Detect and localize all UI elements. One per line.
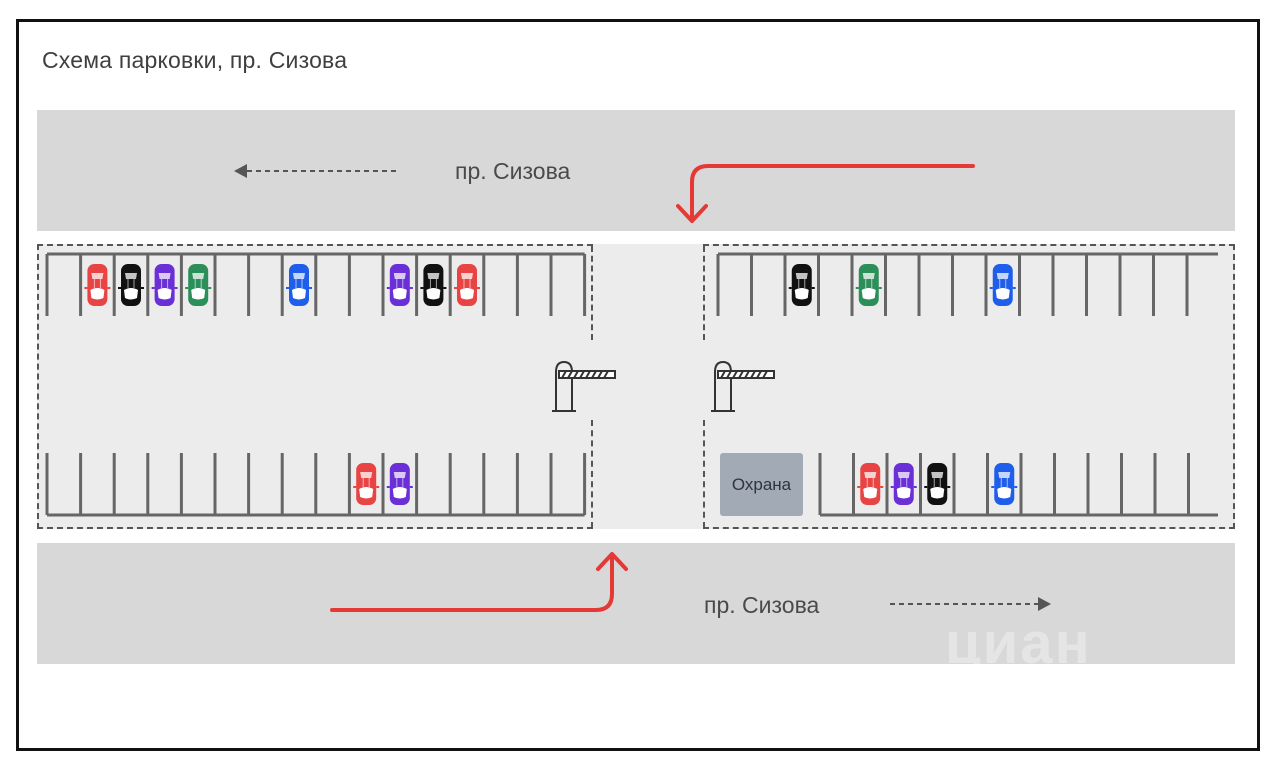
car-blue-icon — [989, 264, 1016, 306]
car-purple-icon — [151, 264, 178, 306]
car-black-icon — [420, 264, 447, 306]
car-red-icon — [353, 463, 380, 505]
car-purple-icon — [890, 463, 917, 505]
car-red-icon — [454, 264, 480, 306]
car-black-icon — [924, 463, 951, 505]
direction-arrow-left-icon — [234, 164, 396, 178]
road-top-label: пр. Сизова — [455, 158, 571, 184]
map-title: Схема парковки, пр. Сизова — [42, 47, 348, 73]
guard-post: Охрана — [720, 453, 803, 516]
zone-left-divider-bottom — [591, 420, 593, 528]
exit-route-arrow-icon — [330, 552, 628, 612]
car-purple-icon — [386, 463, 413, 505]
car-red-icon — [84, 264, 111, 306]
car-red-icon — [857, 463, 884, 505]
car-blue-icon — [991, 463, 1018, 505]
car-purple-icon — [386, 264, 413, 306]
car-blue-icon — [286, 264, 312, 306]
direction-arrow-right-icon — [890, 597, 1051, 611]
parking-lot — [37, 244, 1235, 529]
car-black-icon — [788, 264, 815, 306]
car-green-icon — [855, 264, 882, 306]
right-barrier-icon — [711, 360, 775, 412]
parking-zone-left — [37, 244, 593, 529]
watermark: циан — [945, 611, 1092, 676]
parking-zone-right — [703, 244, 1235, 529]
zone-right-divider-top — [703, 246, 705, 340]
road-bottom-label: пр. Сизова — [704, 592, 820, 618]
zone-left-divider-top — [591, 246, 593, 340]
car-black-icon — [118, 264, 144, 306]
zone-right-divider-bottom — [703, 420, 705, 528]
entry-route-arrow-icon — [676, 164, 975, 223]
car-green-icon — [185, 264, 212, 306]
left-barrier-icon — [552, 360, 616, 412]
